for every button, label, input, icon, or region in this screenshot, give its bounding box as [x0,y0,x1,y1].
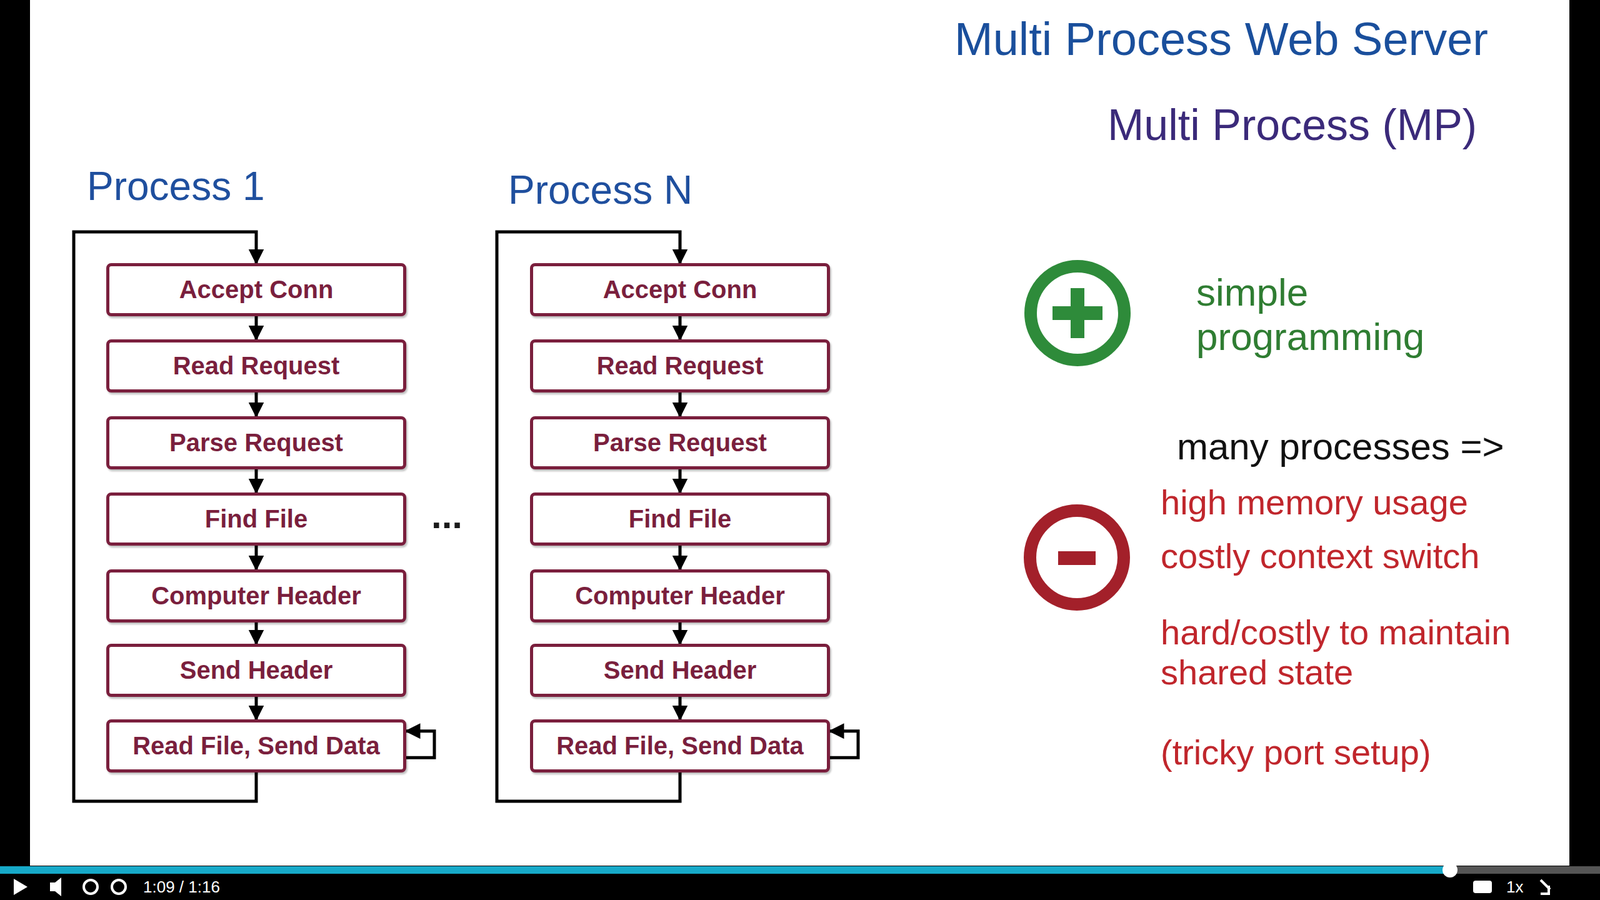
flow-arrow [255,545,259,570]
rewind-icon [83,880,98,894]
step-text: Computer Header [151,581,362,610]
fullscreen-icon [1540,880,1550,894]
step-text: Find File [628,505,732,534]
con-note: hard/costly to maintain shared state [1160,612,1555,694]
con-note: high memory usage [1160,482,1469,523]
process-step-box: Accept Conn [106,263,407,317]
step-text: Send Header [603,656,757,685]
flow-arrow [255,469,259,493]
ellipsis: ... [431,493,463,537]
flow-arrow [678,392,682,417]
process-step-box: Accept Conn [530,263,830,317]
process-step-box: Read File, Send Data [530,719,830,773]
process-step-box: Read Request [530,339,830,393]
captions-icon [1473,880,1492,894]
process-step-box: Send Header [530,643,830,697]
flow-arrow [255,622,259,644]
flow-arrow [830,731,859,759]
step-text: Accept Conn [603,275,758,304]
player-bar [0,865,1600,900]
flow-arrow [678,696,682,720]
step-text: Computer Header [575,581,785,610]
process-step-box: Find File [106,492,407,546]
flow-arrow [678,622,682,644]
flow-arrow [678,545,682,570]
process-label: Process N [508,167,693,214]
forward-icon [111,880,126,894]
step-text: Accept Conn [179,275,334,304]
video-time: 1:09 / 1:16 [143,878,220,897]
con-intro: many processes => [1176,425,1505,469]
flow-arrow [678,316,682,340]
play-icon [13,878,28,895]
progress-bar [0,866,1450,874]
con-note: (tricky port setup) [1160,732,1432,773]
plus-icon [1030,266,1125,360]
step-text: Parse Request [593,428,767,457]
subtitle: Multi Process (MP) [1107,100,1477,151]
side-bar [0,0,30,866]
process-step-box: Computer Header [106,569,407,623]
step-text: Find File [205,505,308,534]
process-step-box: Read Request [106,339,407,393]
process-step-box: Read File, Send Data [106,719,407,773]
progress-knob [1442,862,1458,878]
flow-arrow [255,696,259,720]
step-text: Read Request [596,351,764,380]
step-text: Read File, Send Data [132,731,380,760]
pro-note: simple programming [1196,270,1459,360]
flow-arrow [406,731,435,759]
step-text: Read File, Send Data [556,731,804,760]
process-step-box: Parse Request [530,416,830,470]
side-bar [1569,0,1600,866]
step-text: Read Request [173,351,340,380]
step-text: Send Header [180,656,334,685]
volume-icon [50,877,62,897]
step-text: Parse Request [169,428,344,457]
process-step-box: Computer Header [530,569,830,623]
process-label: Process 1 [86,163,265,210]
progress-rest [1450,866,1600,874]
con-note: costly context switch [1160,536,1480,577]
flow-arrow [255,392,259,417]
process-step-box: Find File [530,492,830,546]
minus-icon [1030,510,1124,605]
process-step-box: Parse Request [106,416,407,470]
title: Multi Process Web Server [954,12,1489,66]
flow-arrow [255,316,259,340]
flow-arrow [678,469,682,493]
process-step-box: Send Header [106,643,407,697]
playback-speed: 1x [1506,878,1524,897]
